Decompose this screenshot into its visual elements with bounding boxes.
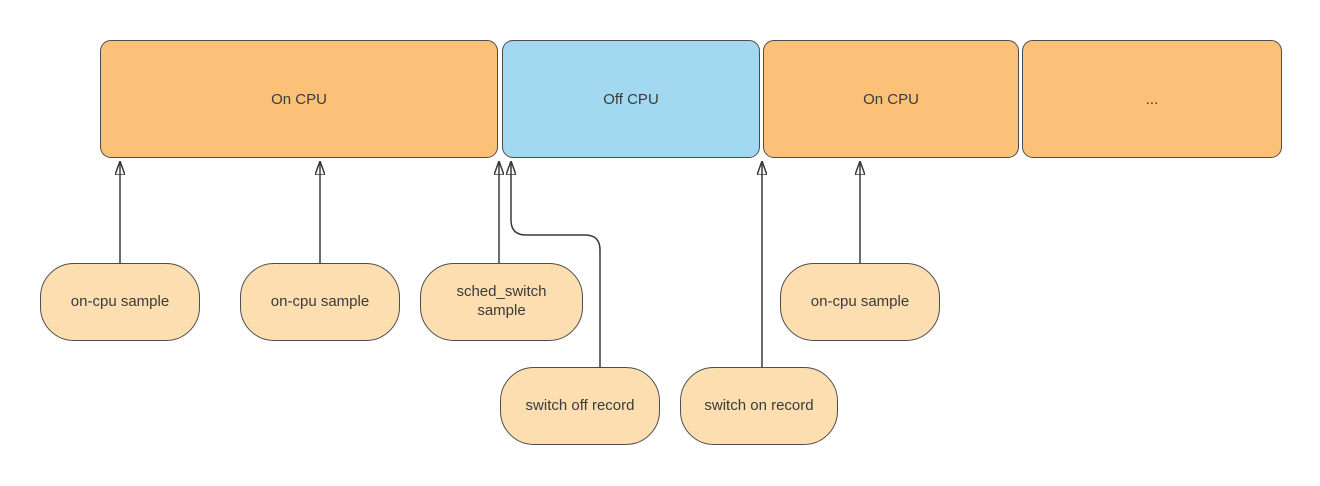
callout-label: switch off record bbox=[525, 396, 635, 414]
callout-label: on-cpu sample bbox=[70, 292, 170, 310]
segment-label: Off CPU bbox=[603, 90, 659, 108]
callout-switch-off-record: switch off record bbox=[500, 367, 660, 445]
timeline-segment-on-cpu-2: On CPU bbox=[763, 40, 1019, 158]
callout-on-cpu-sample-2: on-cpu sample bbox=[240, 263, 400, 341]
callout-label: on-cpu sample bbox=[810, 292, 910, 310]
segment-label: ... bbox=[1145, 90, 1159, 108]
callout-on-cpu-sample-1: on-cpu sample bbox=[40, 263, 200, 341]
callout-sched-switch-sample: sched_switch sample bbox=[420, 263, 583, 341]
callout-label: on-cpu sample bbox=[270, 292, 370, 310]
callout-on-cpu-sample-3: on-cpu sample bbox=[780, 263, 940, 341]
timeline-segment-off-cpu: Off CPU bbox=[502, 40, 760, 158]
segment-label: On CPU bbox=[863, 90, 919, 108]
callout-label: sched_switch sample bbox=[456, 283, 547, 319]
timeline-segment-on-cpu-1: On CPU bbox=[100, 40, 498, 158]
callout-switch-on-record: switch on record bbox=[680, 367, 838, 445]
callout-label: switch on record bbox=[704, 396, 814, 414]
segment-label: On CPU bbox=[271, 90, 327, 108]
timeline-segment-ellipsis: ... bbox=[1022, 40, 1282, 158]
